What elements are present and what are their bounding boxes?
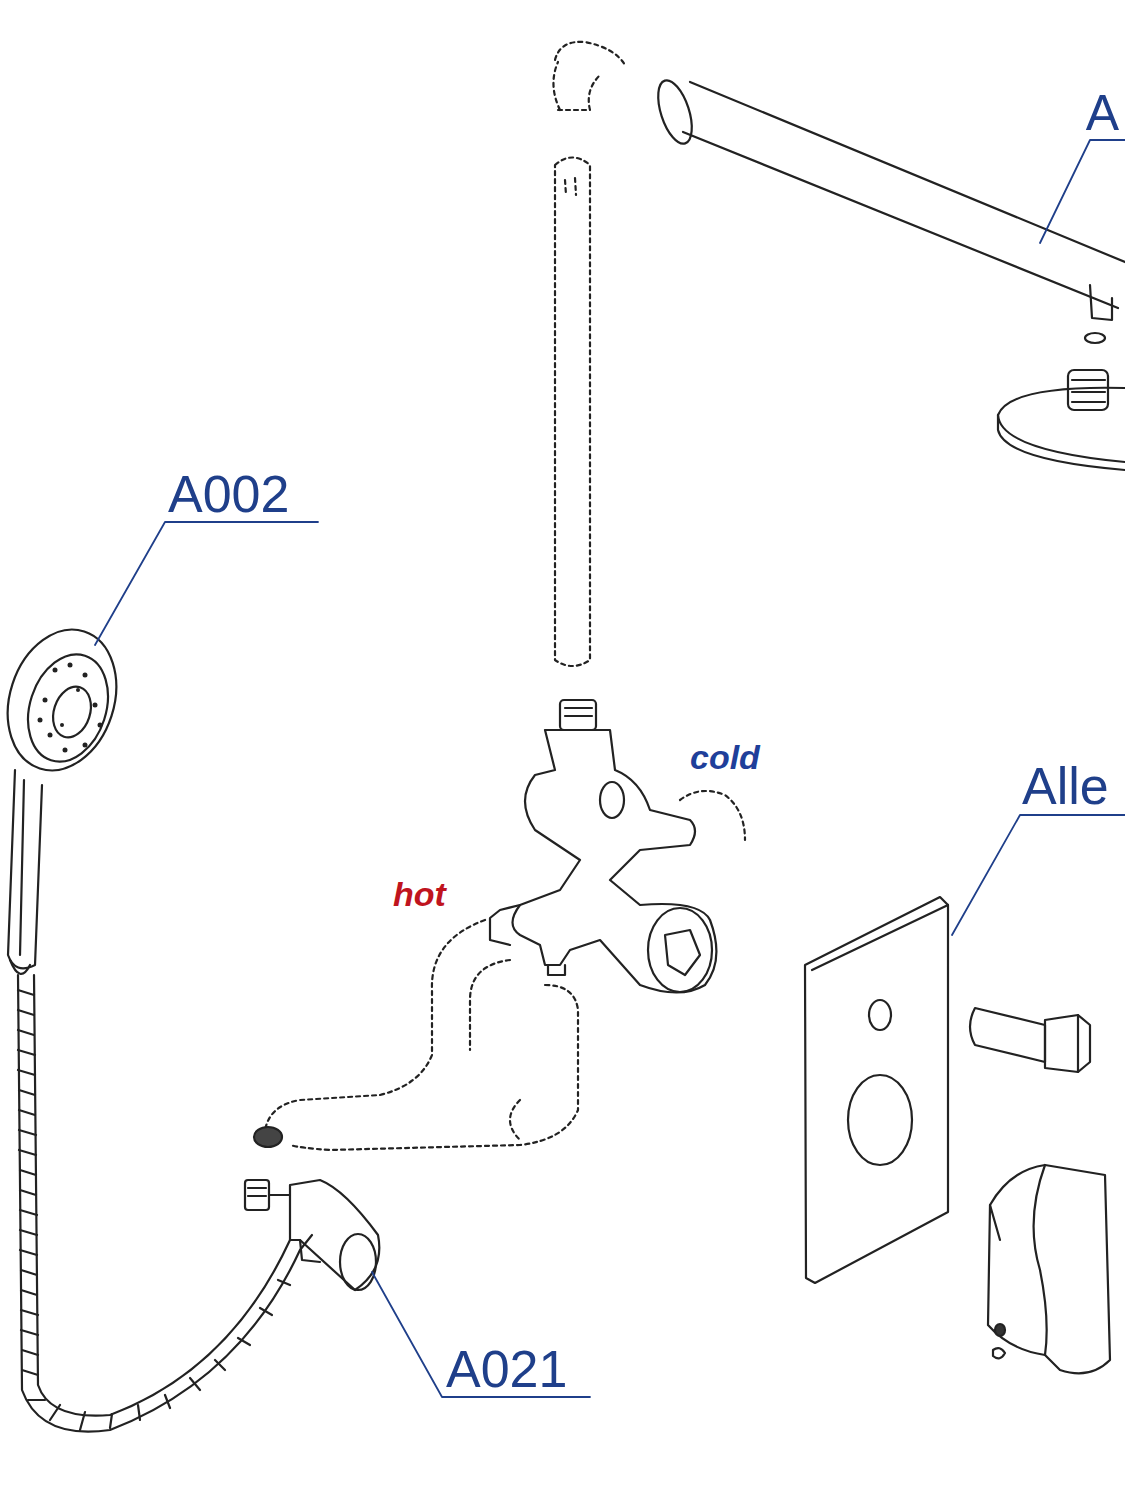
shower-hose — [18, 975, 312, 1432]
wall-outlet — [245, 1127, 379, 1290]
mixer-valve — [490, 700, 716, 993]
shower-head — [998, 370, 1125, 470]
port-label: hot — [393, 877, 446, 911]
lever-handle — [988, 1165, 1110, 1373]
cover-plate — [805, 897, 948, 1283]
spindle-extension — [970, 1008, 1090, 1072]
port-label: cold — [690, 740, 760, 774]
leader-line — [95, 140, 1125, 1397]
part-number: A021 — [446, 1343, 567, 1395]
part-number: A — [1086, 88, 1119, 138]
part-number: Alle — [1022, 760, 1109, 812]
shower-arm — [651, 76, 1125, 343]
hidden-pipe — [265, 42, 745, 1150]
part-number: A002 — [168, 468, 289, 520]
hand-shower — [0, 615, 134, 973]
